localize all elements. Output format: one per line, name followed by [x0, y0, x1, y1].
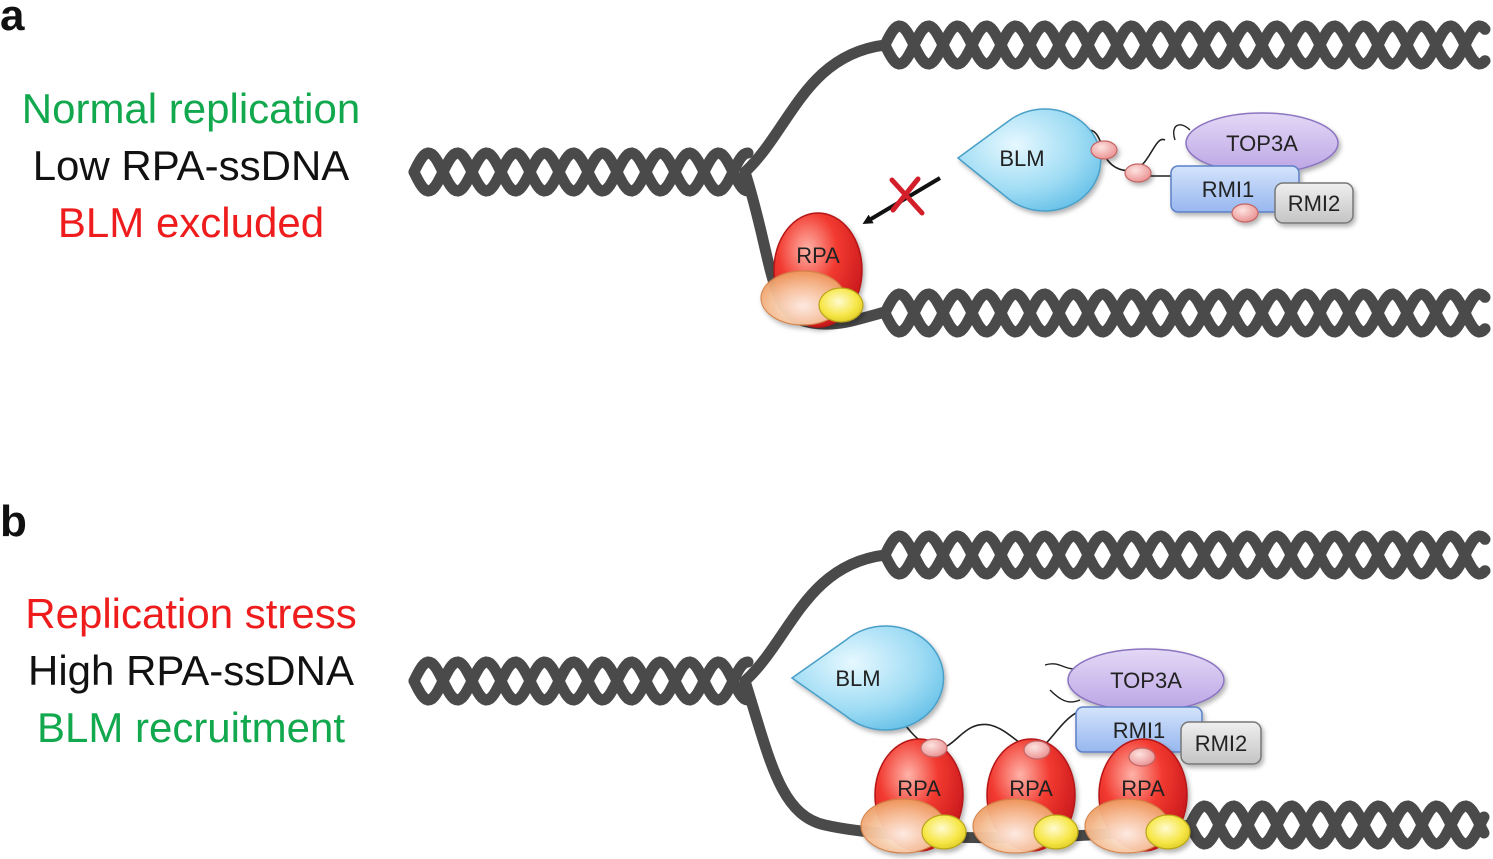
condition-text-b: Replication stress High RPA-ssDNA BLM re…	[0, 585, 386, 756]
condition-line-low-rpa-ssdna: Low RPA-ssDNA	[32, 142, 350, 189]
top3a-linker-a	[1173, 124, 1191, 141]
linker-domain-b-3	[1128, 747, 1156, 767]
condition-line-normal-replication: Normal replication	[21, 85, 361, 132]
rmi2-protein-b	[1180, 721, 1262, 765]
fork-arm-top-a	[739, 39, 891, 178]
parental-dna-strand-2-b	[408, 656, 754, 706]
daughter-dna-top-strand-2-a	[879, 20, 1491, 70]
linker-domain-a-1	[1090, 140, 1118, 160]
rpa-complex-b-1	[860, 738, 967, 854]
rpa-complex-a	[760, 212, 864, 328]
panel-label-b: b	[0, 497, 27, 546]
linker-domain-b-1	[920, 738, 948, 758]
rpa-label-b-1: RPA	[897, 776, 941, 801]
rpa-complex-b-3	[1084, 738, 1191, 854]
condition-line-blm-recruitment: BLM recruitment	[36, 704, 346, 751]
daughter-dna-bottom-strand-1-a	[879, 288, 1491, 338]
rpa-label-b-2: RPA	[1009, 776, 1053, 801]
inhibition-cross-icon	[889, 176, 925, 216]
linker-domain-b-2	[1023, 740, 1051, 760]
top3a-label-a: TOP3A	[1226, 131, 1298, 156]
blm-complex-recruited	[790, 625, 1262, 765]
daughter-dna-top-strand-1-a	[879, 20, 1491, 70]
fork-a	[408, 20, 1491, 338]
blm-label-b: BLM	[835, 666, 880, 691]
rpa14-subunit	[818, 287, 864, 323]
fork-b	[408, 530, 1491, 850]
rmi2-label-a: RMI2	[1288, 191, 1341, 216]
condition-line-blm-excluded: BLM excluded	[57, 199, 325, 246]
rpa14-subunit	[921, 814, 967, 850]
daughter-dna-top-strand-1-b	[879, 530, 1491, 580]
blm-complex-free	[956, 108, 1354, 224]
rmi1-label-a: RMI1	[1202, 177, 1255, 202]
condition-text-a: Normal replication Low RPA-ssDNA BLM exc…	[0, 80, 386, 251]
blm-protein-b	[790, 625, 945, 731]
panel-label-a: a	[0, 0, 25, 40]
blm-label-a: BLM	[999, 146, 1044, 171]
daughter-dna-bottom-strand-2-b	[1184, 800, 1490, 850]
daughter-dna-top-strand-2-b	[879, 530, 1491, 580]
condition-line-replication-stress: Replication stress	[25, 590, 357, 637]
rpa-label-b-3: RPA	[1121, 776, 1165, 801]
rpa14-subunit	[1033, 814, 1079, 850]
rmi2-protein-a	[1274, 182, 1354, 224]
blm-protein-a	[956, 108, 1102, 212]
parental-dna-strand-2-a	[408, 147, 754, 197]
daughter-dna-bottom-strand-2-a	[879, 288, 1491, 338]
linker-domain-a-2	[1124, 163, 1152, 183]
rmi2-label-b: RMI2	[1195, 731, 1248, 756]
rpa14-subunit	[1145, 814, 1191, 850]
linker-domain-a-3	[1231, 203, 1259, 223]
fork-arm-top-b	[739, 549, 891, 687]
linker-domains-b	[920, 738, 1156, 767]
rpa-label-a: RPA	[796, 243, 840, 268]
rpa-complex-b-2	[972, 738, 1079, 854]
top3a-label-b: TOP3A	[1110, 668, 1182, 693]
condition-line-high-rpa-ssdna: High RPA-ssDNA	[28, 647, 354, 694]
